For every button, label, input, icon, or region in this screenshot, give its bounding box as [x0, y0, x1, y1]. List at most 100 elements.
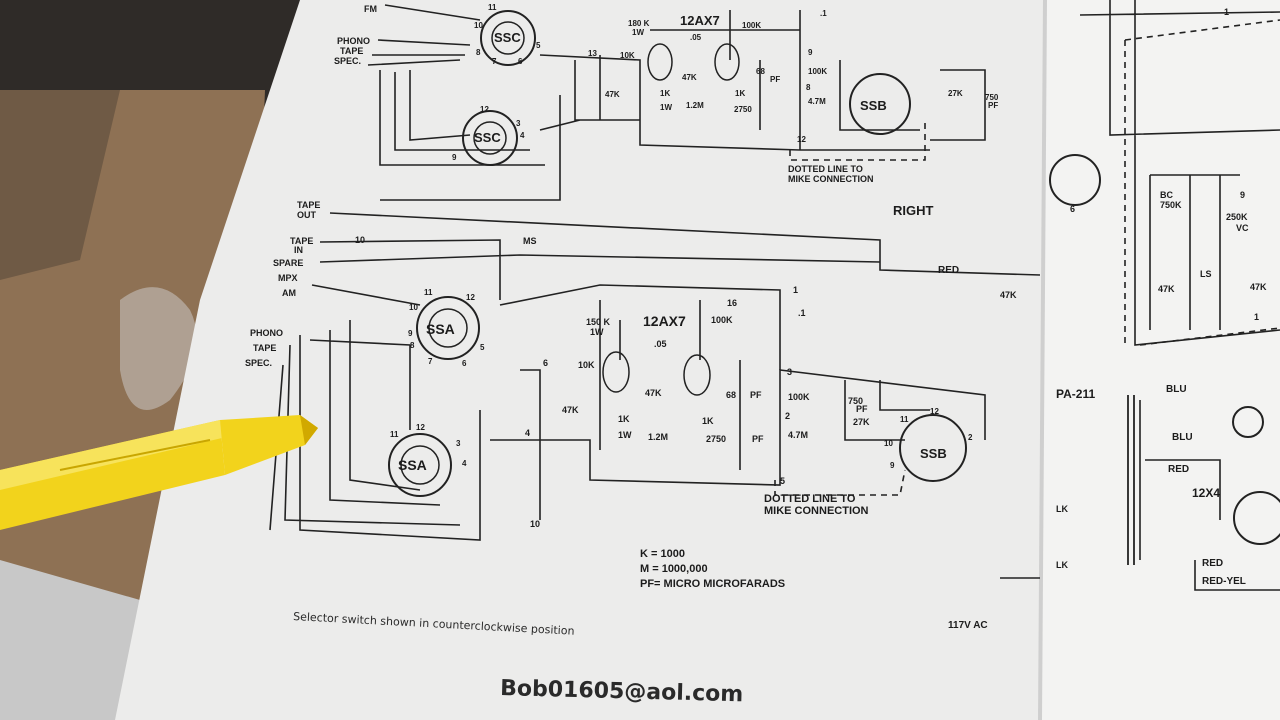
upper-mike-note: DOTTED LINE TO MIKE CONNECTION: [788, 164, 874, 184]
legend-k: K = 1000: [640, 548, 685, 560]
lower-pin-6: 6: [462, 359, 467, 368]
lower-input-tape-in-1: TAPE: [290, 236, 313, 246]
upper-tube-top-label: SSC: [494, 30, 521, 45]
lower-pin-15: 11: [900, 415, 909, 424]
lower-pin-2: 12: [466, 293, 475, 302]
plastic-bag: [120, 287, 197, 410]
lower-circuit: TAPE OUT TAPE IN SPARE MPX AM PHONO TAPE…: [245, 200, 1041, 541]
upper-res-8: 1K: [735, 89, 745, 98]
right-label-47k-a: 47K: [1158, 284, 1175, 294]
right-dotted-top: [1124, 19, 1280, 41]
upper-pin-7: 8: [476, 48, 481, 57]
upper-pin-2: 3: [516, 119, 521, 128]
right-label-ls: LS: [1200, 269, 1212, 279]
upper-pin-1: 12: [480, 105, 489, 114]
lower-cap-3: PF: [750, 390, 762, 400]
right-label-red: RED: [1168, 464, 1189, 475]
lower-tube-top-label: SSA: [426, 321, 455, 337]
lower-mike-note-line2: MIKE CONNECTION: [764, 505, 869, 517]
lower-mike-dotted: [774, 469, 906, 496]
upper-res-3: 47K: [605, 90, 620, 99]
right-label-47k-b: 47K: [1250, 282, 1267, 292]
right-lamp: [1232, 406, 1264, 438]
lower-input-spare: SPARE: [273, 258, 303, 268]
upper-res-12: 27K: [948, 89, 963, 98]
upper-pin-9: 10: [474, 21, 483, 30]
lower-input-mpx: MPX: [278, 273, 298, 283]
upper-tube-bottom: [462, 110, 518, 166]
right-label-12x4: 12X4: [1192, 486, 1220, 500]
ac-label: 117V AC: [948, 620, 988, 631]
right-pin-6: 6: [1070, 204, 1075, 214]
channel-label-right: RIGHT: [893, 203, 934, 218]
upper-tube-bottom-label: SSC: [474, 130, 501, 145]
lower-pin-4: 8: [410, 341, 415, 350]
lower-mike-note: DOTTED LINE TO MIKE CONNECTION: [764, 493, 869, 517]
lower-node-6: 6: [543, 358, 548, 368]
upper-pin-13: 12: [797, 135, 806, 144]
right-label-pa211: PA-211: [1056, 387, 1095, 401]
yellow-pen: [0, 415, 318, 530]
lower-res-6: 1.2M: [648, 432, 668, 442]
right-sheet: [1040, 0, 1280, 720]
upper-res-4: 1K: [660, 89, 670, 98]
right-label-red-b: RED: [1202, 558, 1223, 569]
right-pin-9: 9: [1240, 190, 1245, 200]
lower-res-10: 100K: [788, 392, 810, 402]
upper-tube-top: [480, 10, 536, 66]
lower-res-9: 100K: [711, 315, 733, 325]
lower-pin-12: 2: [968, 433, 973, 442]
right-label-250k: 250K: [1226, 212, 1248, 222]
upper-cap-4: 2750: [734, 105, 752, 114]
lower-node-4: 4: [525, 428, 530, 438]
lower-res-3: 47K: [562, 405, 579, 415]
right-tube-12x4: [1233, 491, 1280, 545]
lower-tape-in-res: 10: [355, 235, 365, 245]
lower-res-5: 1W: [618, 430, 632, 440]
lower-mike-note-line1: DOTTED LINE TO: [764, 493, 856, 505]
upper-pin-10: 13: [588, 49, 597, 58]
lower-res-0: 150 K: [586, 317, 611, 327]
upper-ssb-label: SSB: [860, 98, 887, 113]
upper-res-7: 47K: [682, 73, 697, 82]
right-sheet-circuit: BC 750K 250K VC LS 47K 47K PA-211 BLU BL…: [1049, 0, 1280, 591]
lower-node-10: 10: [530, 519, 540, 529]
right-label-vc: VC: [1236, 223, 1249, 233]
upper-mike-note-line2: MIKE CONNECTION: [788, 174, 874, 184]
legend-pf: PF= MICRO MICROFARADS: [640, 578, 785, 590]
upper-input-phono: PHONO: [337, 36, 370, 46]
lower-pin-5: 7: [428, 357, 433, 366]
lower-input-phono: PHONO: [250, 328, 283, 338]
right-label-red-yel: RED-YEL: [1202, 576, 1246, 587]
upper-12ax7: [647, 43, 740, 81]
lower-pin-1: 10: [409, 303, 418, 312]
right-dotted-bottom: [1139, 327, 1280, 346]
upper-mike-note-line1: DOTTED LINE TO: [788, 164, 863, 174]
upper-pin-0: 11: [488, 3, 497, 12]
right-pin-1-a: 1: [1254, 312, 1259, 322]
lower-pin-13: 10: [884, 439, 893, 448]
legend: K = 1000 M = 1000,000 PF= MICRO MICROFAR…: [640, 548, 785, 590]
lower-res-4: 1K: [618, 414, 630, 424]
lower-res-13: PF: [856, 404, 868, 414]
upper-res-5: 1W: [660, 103, 672, 112]
lower-pin-16: 12: [930, 407, 939, 416]
lower-res-11: 4.7M: [788, 430, 808, 440]
lower-res-8: 1K: [702, 416, 714, 426]
right-label-blu-a: BLU: [1166, 384, 1187, 395]
lower-cap-1: .1: [798, 308, 806, 318]
upper-res-6: 1.2M: [686, 101, 704, 110]
upper-cap-5: 750: [985, 93, 999, 102]
lower-tube-bottom-label: SSA: [398, 457, 427, 473]
lower-wire-red: RED: [938, 265, 959, 276]
upper-pin-11: 9: [808, 48, 813, 57]
lower-cap-0: .05: [654, 339, 667, 349]
upper-tube-ssb: [849, 73, 911, 135]
lower-pin-9: 3: [456, 439, 461, 448]
lower-cap-2: 68: [726, 390, 736, 400]
lower-res-2: 10K: [578, 360, 595, 370]
lower-tube-ssb: [899, 414, 967, 482]
lower-input-spec: SPEC.: [245, 358, 272, 368]
upper-res-10: 100K: [808, 67, 827, 76]
